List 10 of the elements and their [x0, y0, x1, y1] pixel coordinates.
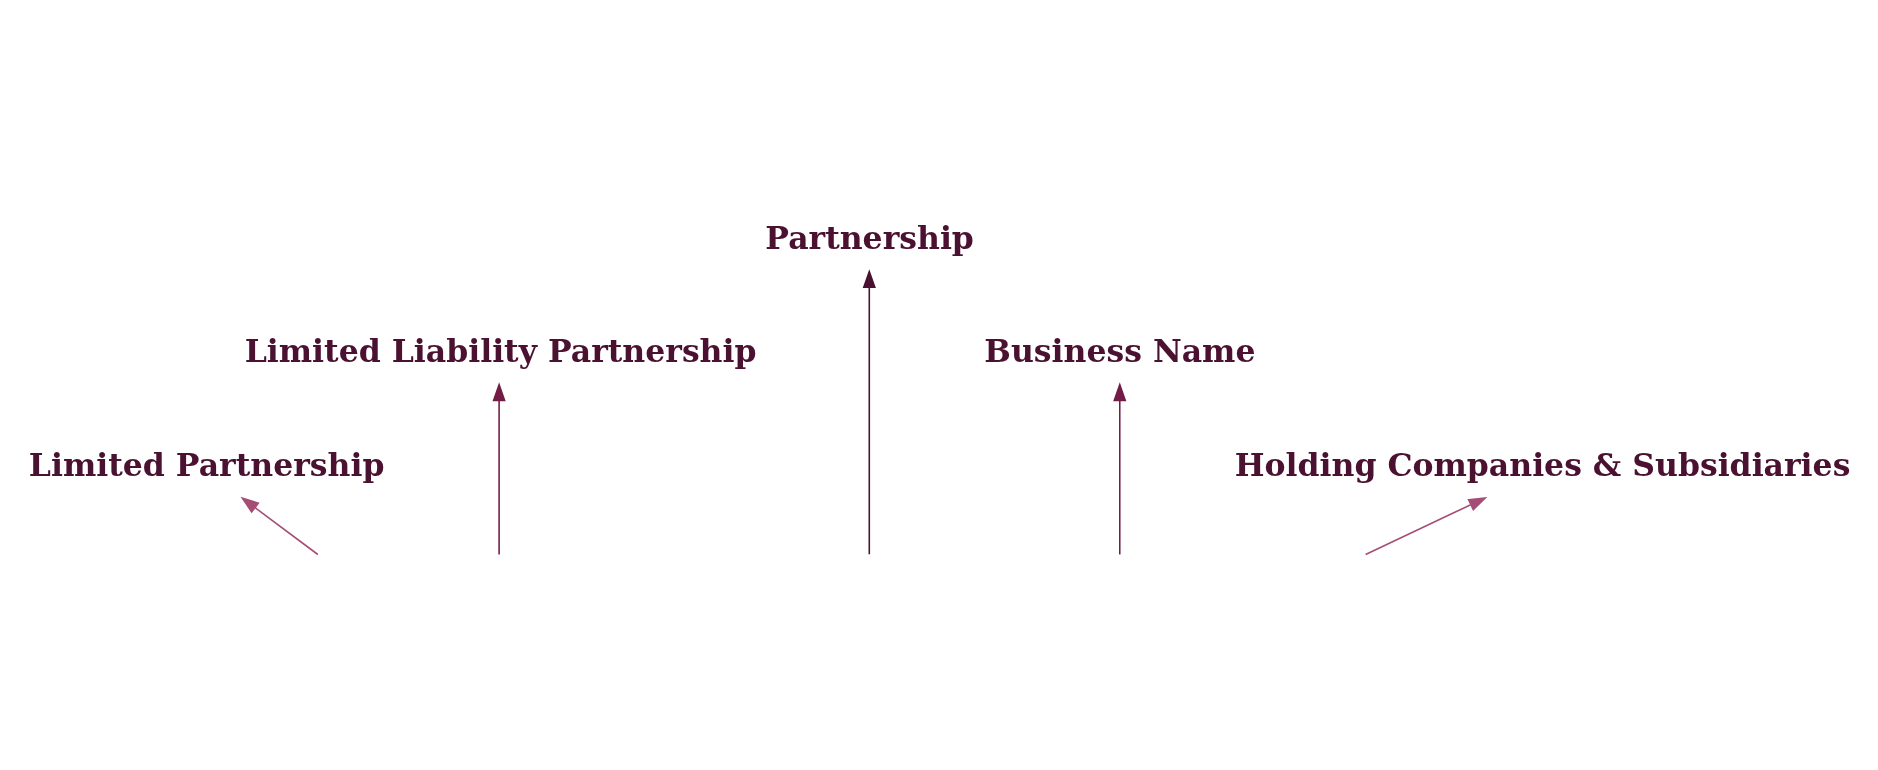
arrow: [862, 269, 876, 556]
arrow: [240, 496, 319, 556]
node-text: Limited Liability Partnership: [244, 332, 757, 370]
node-text: Partnership: [765, 218, 974, 256]
node-text: Limited Partnership: [28, 445, 385, 483]
node-text: Business Name: [984, 332, 1256, 370]
arrow: [492, 382, 506, 556]
arrow: [1113, 382, 1127, 556]
arrow: [1364, 496, 1488, 556]
node-text: Holding Companies & Subsidiaries: [1234, 445, 1851, 483]
